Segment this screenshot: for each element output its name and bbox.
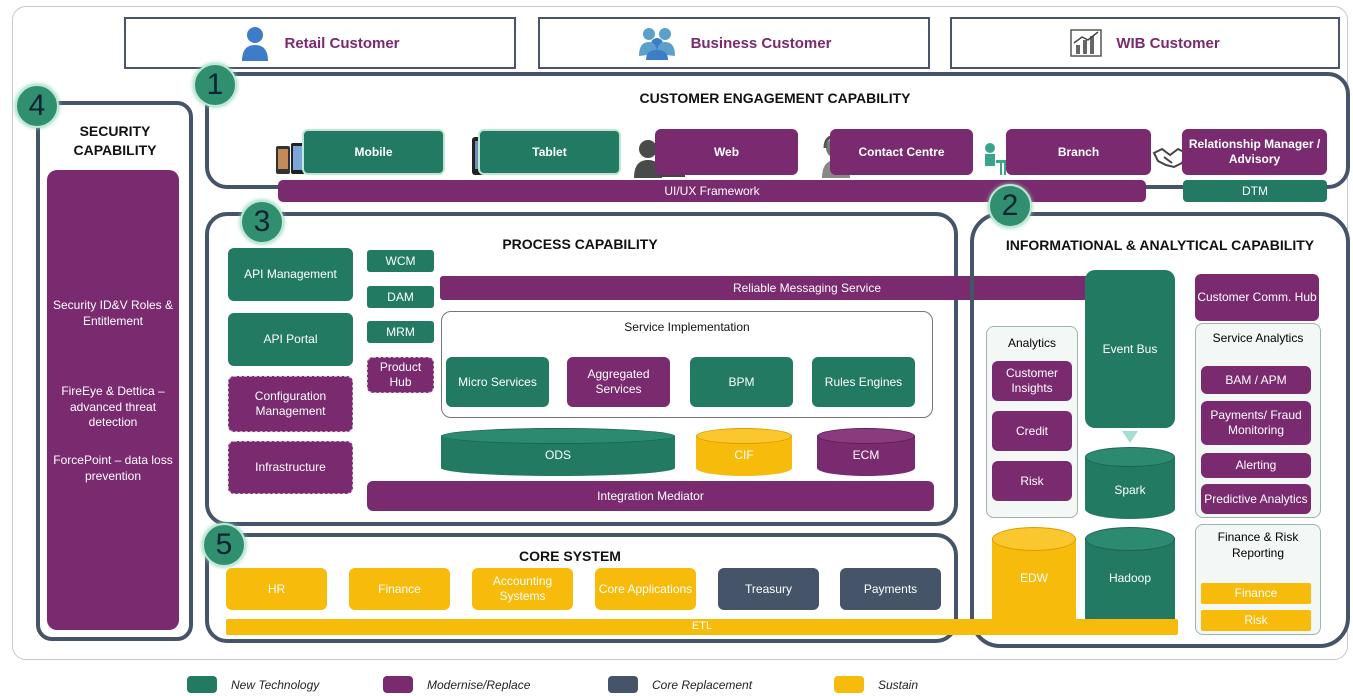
legend-modernise-label: Modernise/Replace [427, 677, 531, 692]
legend-new-technology: New Technology [187, 676, 319, 694]
customer-comm-hub: Customer Comm. Hub [1195, 274, 1319, 321]
hadoop-label: Hadoop [1108, 571, 1152, 585]
wib-customer-box: WIB Customer [950, 17, 1340, 69]
branch-channel: Branch [1006, 129, 1151, 175]
infrastructure: Infrastructure [228, 441, 353, 494]
relationship-manager-channel: Relationship Manager / Advisory [1182, 129, 1327, 175]
micro-services: Micro Services [446, 357, 549, 407]
configuration-management: Configuration Management [228, 376, 353, 432]
ecm-database: ECM [817, 428, 915, 476]
bam-apm: BAM / APM [1201, 366, 1311, 394]
predictive-analytics: Predictive Analytics [1201, 484, 1311, 514]
legend-sustain: Sustain [834, 676, 918, 694]
mrm: MRM [367, 321, 434, 343]
web-channel: Web [655, 129, 798, 175]
wcm: WCM [367, 250, 434, 272]
chart-icon [1070, 29, 1103, 57]
core-finance: Finance [349, 568, 450, 610]
badge-1: 1 [193, 63, 237, 107]
informational-title: INFORMATIONAL & ANALYTICAL CAPABILITY [1005, 237, 1315, 253]
retail-customer-label: Retail Customer [284, 34, 400, 52]
badge-5: 5 [202, 523, 246, 567]
reporting-risk: Risk [1201, 610, 1311, 631]
event-bus-arrow-icon [1122, 431, 1138, 443]
rules-engines: Rules Engines [812, 357, 915, 407]
api-portal: API Portal [228, 313, 353, 366]
dam: DAM [367, 286, 434, 308]
core-system-title: CORE SYSTEM [519, 548, 621, 564]
spark-label: Spark [1114, 483, 1146, 497]
finance-risk-title: Finance & Risk Reporting [1217, 530, 1299, 560]
business-customer-label: Business Customer [690, 34, 832, 52]
spark-database: Spark [1085, 447, 1175, 519]
core-payments: Payments [840, 568, 941, 610]
legend-swatch-green [187, 676, 217, 694]
ods-label: ODS [544, 448, 571, 462]
core-treasury: Treasury [718, 568, 819, 610]
cif-label: CIF [734, 448, 754, 462]
security-item-idv: Security ID&V Roles & Entitlement [52, 298, 174, 328]
security-title-text: SECURITY CAPABILITY [73, 123, 157, 158]
mobile-channel: Mobile [302, 129, 445, 175]
retail-customer-box: Retail Customer [124, 17, 516, 69]
aggregated-services: Aggregated Services [567, 357, 670, 407]
analytics-risk: Risk [992, 461, 1072, 501]
wib-customer-label: WIB Customer [1116, 34, 1220, 52]
dtm-bar: DTM [1183, 180, 1327, 202]
ecm-label: ECM [852, 448, 880, 462]
payments-fraud-monitoring: Payments/ Fraud Monitoring [1201, 401, 1311, 445]
legend-new-technology-label: New Technology [231, 677, 320, 692]
legend-sustain-label: Sustain [878, 677, 919, 692]
legend-swatch-slate [608, 676, 638, 694]
badge-2: 2 [988, 184, 1032, 228]
event-bus: Event Bus [1085, 270, 1175, 428]
tablet-channel: Tablet [478, 129, 621, 175]
legend-swatch-amber [834, 676, 864, 694]
core-system-section [205, 533, 958, 643]
core-applications: Core Applications [595, 568, 696, 610]
contact-centre-channel: Contact Centre [830, 129, 973, 175]
security-item-forcepoint: ForcePoint – data loss prevention [53, 453, 173, 483]
badge-4: 4 [15, 84, 59, 128]
service-implementation-title: Service Implementation [624, 320, 750, 334]
security-item-fireeye: FireEye & Dettica – advanced threat dete… [61, 384, 165, 430]
uiux-framework-bar: UI/UX Framework [278, 180, 1146, 202]
edw-label: EDW [1020, 571, 1048, 585]
analytics-title: Analytics [1007, 336, 1057, 350]
business-customer-box: Business Customer [538, 17, 930, 69]
credit: Credit [992, 411, 1072, 451]
badge-3: 3 [240, 200, 284, 244]
customer-insights: Customer Insights [992, 361, 1072, 401]
core-hr: HR [226, 568, 327, 610]
api-management: API Management [228, 248, 353, 301]
legend-swatch-purple [383, 676, 413, 694]
security-section [36, 101, 193, 641]
ods-database: ODS [441, 428, 675, 476]
service-analytics-title: Service Analytics [1212, 331, 1304, 345]
legend-core-replacement-label: Core Replacement [652, 677, 753, 692]
legend-core-replacement: Core Replacement [608, 676, 752, 694]
product-hub: Product Hub [367, 357, 434, 393]
bpm: BPM [690, 357, 793, 407]
security-panel [47, 170, 179, 630]
alerting: Alerting [1201, 453, 1311, 478]
process-title: PROCESS CAPABILITY [502, 236, 658, 252]
etl-bar: ETL [226, 619, 1178, 635]
legend-modernise-replace: Modernise/Replace [383, 676, 530, 694]
core-accounting-systems: Accounting Systems [472, 568, 573, 610]
integration-mediator: Integration Mediator [367, 481, 934, 511]
reporting-finance: Finance [1201, 583, 1311, 604]
cif-database: CIF [696, 428, 792, 476]
customer-engagement-title: CUSTOMER ENGAGEMENT CAPABILITY [639, 90, 911, 106]
security-title: SECURITY CAPABILITY [50, 122, 180, 160]
process-section [205, 212, 958, 526]
person-icon [240, 25, 270, 61]
hadoop-database: Hadoop [1085, 527, 1175, 635]
informational-section [970, 212, 1350, 648]
reliable-messaging-service: Reliable Messaging Service [440, 276, 1174, 300]
group-icon [637, 26, 677, 60]
